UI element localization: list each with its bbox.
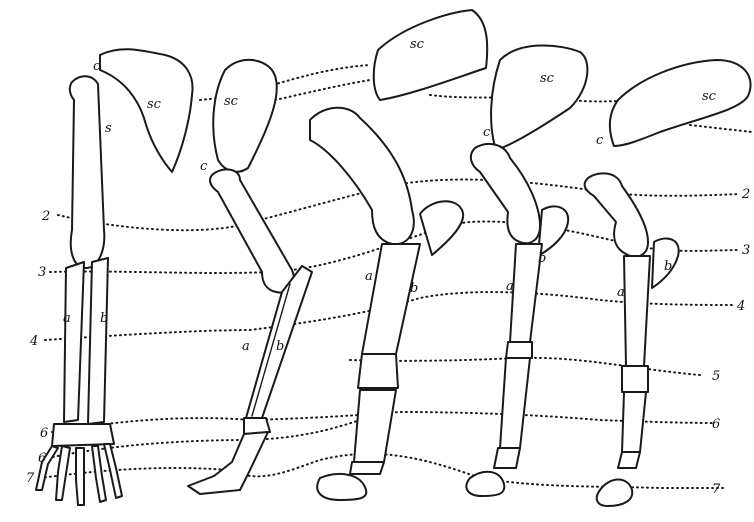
- scapula-2: [213, 60, 277, 172]
- limb-1-human-arm: c sc s a b: [36, 49, 193, 505]
- label-s-1: s: [105, 121, 112, 136]
- label-a-5: a: [617, 285, 625, 300]
- num-right-5: 5: [712, 369, 720, 384]
- carpals-4: [506, 342, 532, 358]
- scapula-3: [374, 10, 488, 100]
- radius-1: [88, 258, 108, 424]
- num-right-4: 4: [736, 299, 745, 314]
- num-left-3: 3: [38, 265, 46, 280]
- label-c-2: c: [200, 159, 208, 174]
- label-sc-4: sc: [540, 71, 555, 86]
- label-b-1: b: [100, 311, 108, 326]
- num-right-3: 3: [742, 243, 750, 258]
- carpals-3: [358, 354, 398, 388]
- limb-4: sc c a b: [466, 45, 587, 496]
- num-left-6b: 6: [38, 451, 46, 466]
- limb-2: sc c a b: [188, 60, 312, 494]
- ulna-1: [64, 262, 84, 422]
- carpals-1: [52, 424, 114, 446]
- hoof-3: [317, 474, 366, 500]
- digits-2: [188, 432, 268, 494]
- label-sc-2: sc: [224, 94, 239, 109]
- scapula-5: [610, 60, 751, 146]
- metacarpal-3: [354, 390, 396, 462]
- leader-sc-4: [690, 125, 752, 132]
- label-a-4: a: [506, 279, 514, 294]
- phalanx-3: [350, 462, 384, 474]
- label-a-3: a: [365, 269, 373, 284]
- label-c-4: c: [483, 125, 491, 140]
- label-c-5: c: [596, 133, 604, 148]
- forearm-3: [362, 244, 420, 354]
- carpals-5: [622, 366, 648, 392]
- label-b-3: b: [410, 281, 418, 296]
- label-a-1: a: [63, 311, 71, 326]
- limb-5: sc c a b: [585, 60, 751, 506]
- label-c-1: c: [93, 59, 101, 74]
- olecranon-3: [420, 201, 463, 255]
- humerus-4: [471, 144, 540, 243]
- leader-sc-2: [275, 80, 370, 100]
- label-b-2: b: [276, 339, 284, 354]
- humerus-5: [585, 173, 648, 256]
- num-left-7: 7: [26, 471, 35, 486]
- metacarpal-5: [622, 392, 646, 452]
- metacarpal-4: [500, 358, 530, 448]
- num-right-6: 6: [712, 417, 720, 432]
- humerus-1: [70, 76, 104, 268]
- label-b-5: b: [664, 259, 672, 274]
- num-right-2: 2: [741, 187, 750, 202]
- label-b-4: b: [538, 251, 546, 266]
- hoof-5: [597, 480, 633, 507]
- humerus-2: [210, 169, 294, 292]
- number-labels-right: 2 3 4 5 6 7: [712, 187, 750, 497]
- phalanx-5: [618, 452, 640, 468]
- label-sc-1: sc: [147, 97, 162, 112]
- humerus-3: [310, 108, 414, 244]
- olecranon-4: [538, 206, 568, 256]
- num-left-6a: 6: [40, 426, 48, 441]
- label-a-2: a: [242, 339, 250, 354]
- scapula-4: [491, 45, 587, 150]
- label-sc-3: sc: [410, 37, 425, 52]
- phalanx-4: [494, 448, 520, 468]
- num-left-4: 4: [29, 334, 38, 349]
- num-right-7: 7: [712, 482, 721, 497]
- number-labels-left: 2 3 4 6 6 7: [26, 209, 50, 486]
- forearm-5: [624, 256, 650, 366]
- label-sc-5: sc: [702, 89, 717, 104]
- digits-1: [36, 444, 122, 505]
- num-left-2: 2: [41, 209, 50, 224]
